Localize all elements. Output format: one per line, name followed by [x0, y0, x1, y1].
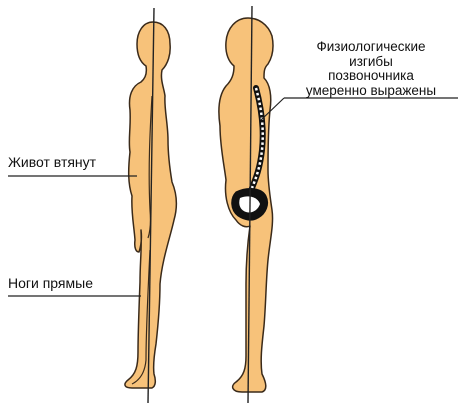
- spine-label: Физиологические изгибы позвоночника умер…: [287, 40, 455, 98]
- spine-label-line1: Физиологические: [287, 40, 455, 55]
- legs-label: Ноги прямые: [8, 276, 93, 291]
- belly-label: Живот втянут: [8, 155, 96, 170]
- spine-label-line3: позвоночника: [287, 69, 455, 84]
- right-figure: [219, 18, 273, 392]
- spine-label-line2: изгибы: [287, 55, 455, 70]
- spine-label-line4: умеренно выражены: [287, 84, 455, 99]
